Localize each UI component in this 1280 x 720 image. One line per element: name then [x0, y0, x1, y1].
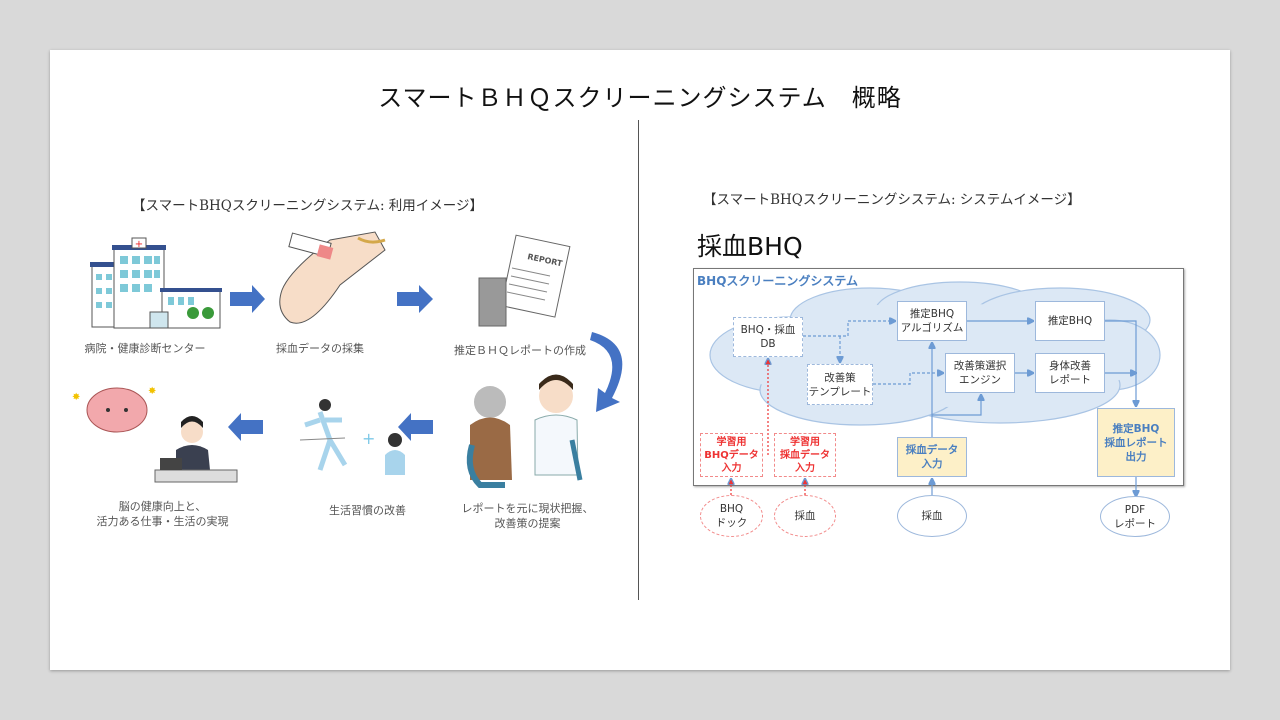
source-text: PDF — [1124, 503, 1146, 516]
label-line: 活力ある仕事・生活の実現 — [96, 515, 229, 528]
system-frame — [693, 268, 1184, 486]
box-text: アルゴリズム — [900, 322, 964, 334]
svg-text:✸: ✸ — [72, 392, 80, 403]
blood-sample-source-blue: 採血 — [897, 495, 967, 537]
box-text: 改善策 — [824, 371, 856, 384]
blood-sample-source-red: 採血 — [774, 495, 836, 537]
source-text: 採血 — [794, 510, 816, 522]
businessman-icon — [154, 416, 238, 483]
source-text: BHQ — [719, 503, 744, 515]
blood-data-input-box: 採血データ入力 — [897, 437, 967, 477]
step-label-report-creation: 推定ＢＨＱレポートの作成 — [454, 344, 586, 357]
box-text: テンプレート — [808, 385, 872, 398]
source-text: レポート — [1114, 517, 1156, 530]
box-text: エンジン — [959, 374, 1001, 386]
lifestyle-icon: + — [299, 399, 405, 475]
step-label-lifestyle: 生活習慣の改善 — [329, 504, 406, 517]
divider — [638, 120, 639, 600]
engine-box: 改善策選択エンジン — [945, 353, 1015, 393]
box-text: 推定BHQ — [1112, 422, 1160, 435]
algorithm-box: 推定BHQ アルゴリズム — [897, 301, 967, 341]
system-title: BHQスクリーニングシステム — [697, 274, 859, 288]
step-label-brain-health: 脳の健康向上と、 活力ある仕事・生活の実現 — [75, 499, 250, 529]
body-report-box: 身体改善レポート — [1035, 353, 1105, 393]
svg-text:+: + — [362, 429, 375, 448]
svg-text:+: + — [135, 239, 143, 250]
box-text: 推定BHQ — [909, 308, 955, 320]
box-text: 採血データ — [905, 444, 959, 456]
system-heading: 採血BHQ — [697, 232, 803, 261]
label-line: 改善策の提案 — [494, 517, 561, 530]
box-text: 学習用 — [790, 436, 820, 448]
source-text: ドック — [715, 517, 748, 529]
template-box: 改善策テンプレート — [807, 364, 873, 405]
system-caption: 【スマートBHQスクリーニングシステム: システムイメージ】 — [703, 192, 1081, 208]
learning-blood-input-box: 学習用採血データ入力 — [774, 433, 836, 477]
box-text: BHQ・採血 — [740, 324, 796, 336]
box-text: 採血データ — [780, 449, 830, 461]
report-icon — [478, 234, 571, 327]
step-label-blood-collection: 採血データの採集 — [276, 342, 364, 355]
bhq-dock-source: BHQ ドック — [700, 495, 763, 537]
box-text: 入力 — [721, 462, 742, 474]
flow-arrows — [228, 285, 623, 441]
box-text: 身体改善 — [1049, 360, 1091, 372]
source-text: 採血 — [921, 510, 943, 522]
usage-caption: 【スマートBHQスクリーニングシステム: 利用イメージ】 — [132, 198, 484, 214]
brain-icon: ✸✸ — [72, 386, 156, 433]
box-text: 改善策選択 — [953, 360, 1007, 372]
label-line: 脳の健康向上と、 — [118, 500, 207, 513]
box-text: 出力 — [1125, 450, 1147, 463]
box-text: 学習用 — [716, 436, 747, 448]
box-text: 採血レポート — [1104, 436, 1168, 449]
consultation-icon — [466, 374, 583, 488]
box-text: BHQデータ — [704, 449, 759, 461]
label-line: レポートを元に現状把握、 — [461, 502, 594, 515]
step-label-consultation: レポートを元に現状把握、 改善策の提案 — [445, 501, 610, 531]
blood-draw-icon — [279, 231, 386, 324]
svg-text:✸: ✸ — [148, 386, 156, 397]
step-label-hospital: 病院・健康診断センター — [84, 342, 206, 355]
box-text: レポート — [1049, 374, 1091, 386]
box-text: 推定BHQ — [1047, 315, 1093, 327]
estimated-bhq-box: 推定BHQ — [1035, 301, 1105, 341]
slide-title: スマートＢＨＱスクリーニングシステム 概略 — [378, 84, 902, 112]
box-text: 入力 — [921, 458, 943, 470]
box-text: 入力 — [795, 462, 815, 474]
db-box: BHQ・採血 DB — [733, 317, 803, 357]
hospital-icon: + — [90, 237, 222, 329]
box-text: DB — [760, 338, 776, 350]
